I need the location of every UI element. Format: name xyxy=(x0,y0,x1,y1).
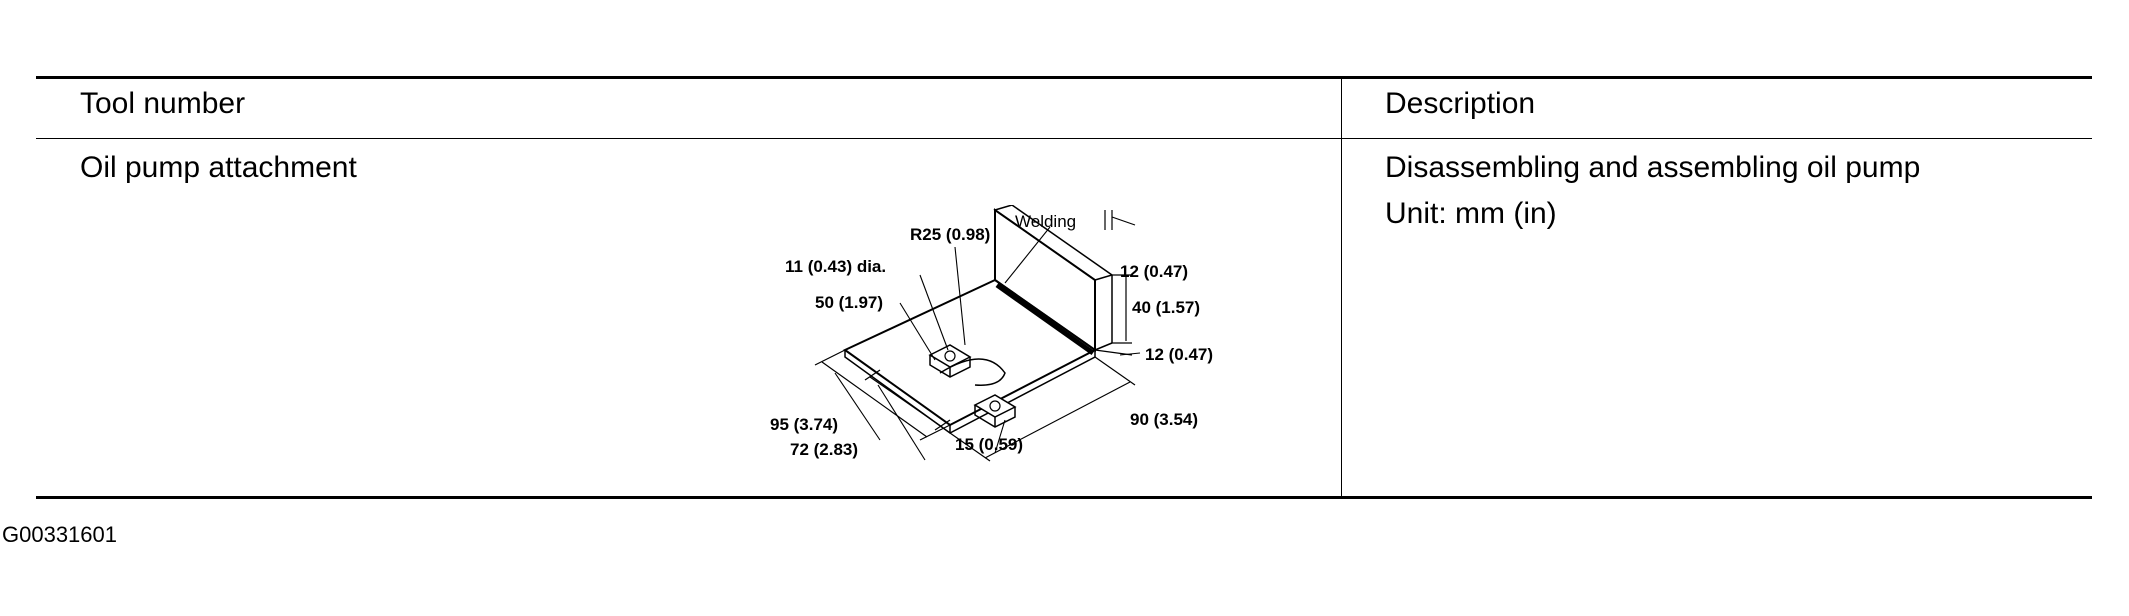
oil-pump-attachment-drawing: R25 (0.98) Welding 11 (0.43) dia. 50 (1.… xyxy=(770,205,1213,462)
block-lower xyxy=(973,394,1017,418)
label-width-15: 15 (0.59) xyxy=(955,435,1023,454)
label-radius: R25 (0.98) xyxy=(910,225,990,244)
label-thickness-side: 12 (0.47) xyxy=(1145,345,1213,364)
tool-name: Oil pump attachment xyxy=(80,151,357,184)
label-length-90: 90 (3.54) xyxy=(1130,410,1198,429)
figure-id: G00331601 xyxy=(2,522,117,547)
dimension-lines xyxy=(814,210,1136,462)
header-tool-number: Tool number xyxy=(80,87,246,120)
label-welding: Welding xyxy=(1015,212,1076,231)
radius-cutout xyxy=(939,358,1006,386)
label-length-95: 95 (3.74) xyxy=(770,415,838,434)
table-header-rule xyxy=(36,138,2092,139)
weld-bead xyxy=(995,282,1095,356)
header-description: Description xyxy=(1385,87,1536,120)
upright-plate xyxy=(994,208,1096,352)
label-hole-diameter: 11 (0.43) dia. xyxy=(785,257,886,276)
label-length-72: 72 (2.83) xyxy=(790,440,858,459)
tool-description: Disassembling and assembling oil pump xyxy=(1385,151,1921,184)
hole-upper xyxy=(944,350,956,362)
leader-lines xyxy=(834,216,1141,461)
block-upper xyxy=(928,344,972,368)
hole-lower xyxy=(989,400,1001,412)
table-column-divider xyxy=(1341,79,1342,496)
table-bottom-rule xyxy=(36,496,2092,499)
label-height-40: 40 (1.57) xyxy=(1132,298,1200,317)
label-width-50: 50 (1.97) xyxy=(815,293,883,312)
unit-note: Unit: mm (in) xyxy=(1385,197,1557,230)
table-top-rule xyxy=(36,76,2092,79)
label-thickness-top: 12 (0.47) xyxy=(1120,262,1188,281)
